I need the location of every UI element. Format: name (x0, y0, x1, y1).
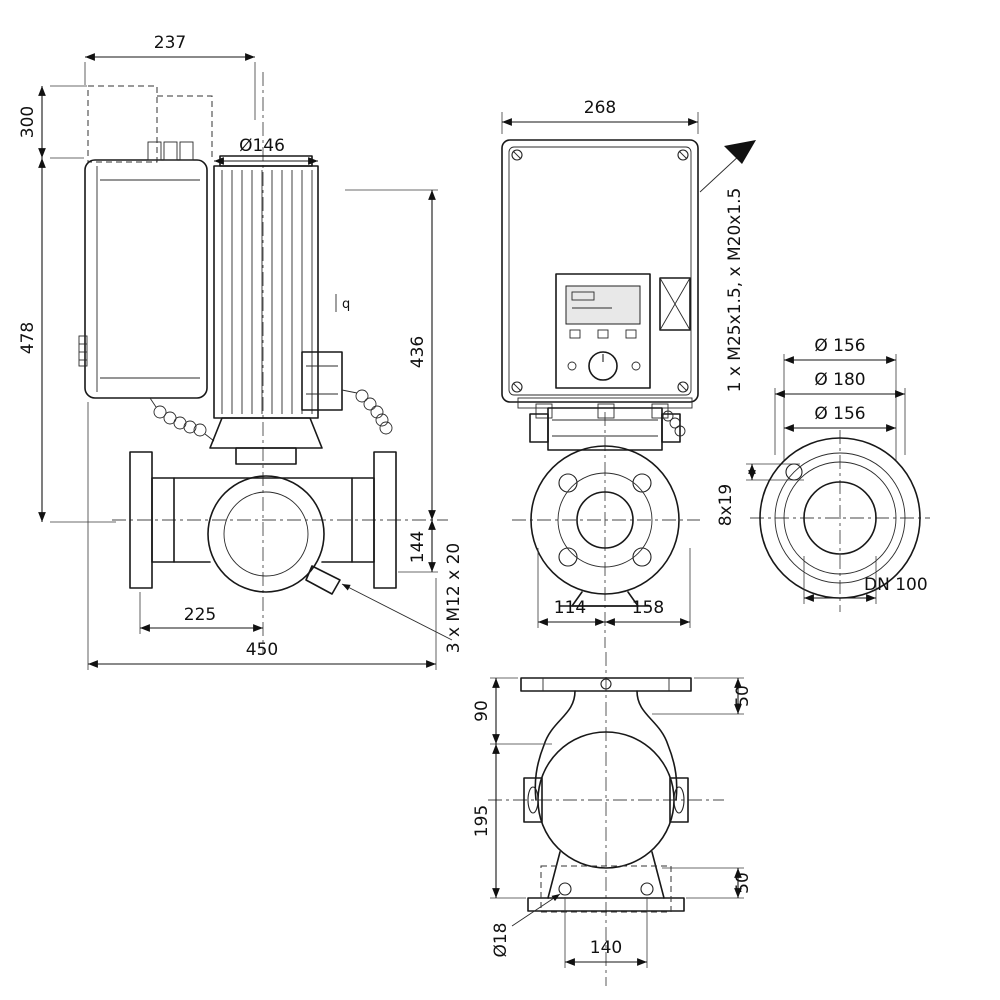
corner-flag-icon (699, 140, 756, 193)
ref-mark-q: q (342, 297, 350, 312)
view-bottom: 50 90 195 50 Ø18 140 (472, 652, 753, 986)
label-dn100: DN 100 (864, 575, 928, 595)
dim-300: 300 (18, 106, 38, 138)
label-fixing-screws: 3 x M12 x 20 (444, 543, 464, 653)
dim-450: 450 (246, 640, 278, 660)
dim-flange-180: Ø 180 (814, 370, 865, 390)
view-front: 268 1 x M25x1.5, x M20x1.5 114 158 8x19 (501, 98, 804, 648)
view-flange: Ø 156 Ø 180 Ø 156 DN 100 (750, 336, 930, 612)
dim-158: 158 (632, 598, 664, 618)
dim-114: 114 (554, 598, 586, 618)
dim-225: 225 (184, 605, 216, 625)
dim-motor-diameter: Ø146 (239, 136, 285, 156)
label-base-hole: Ø18 (491, 922, 511, 957)
dim-50-bottom: 50 (733, 872, 753, 894)
dim-140: 140 (590, 938, 622, 958)
dim-50-top: 50 (733, 685, 753, 707)
dim-144: 144 (408, 531, 428, 563)
dim-195: 195 (472, 805, 492, 837)
label-cable-glands: 1 x M25x1.5, x M20x1.5 (725, 188, 745, 393)
dim-436: 436 (408, 336, 428, 368)
dim-flange-156-top: Ø 156 (814, 336, 865, 356)
dim-flange-156-bottom: Ø 156 (814, 404, 865, 424)
dim-268: 268 (584, 98, 616, 118)
dim-237: 237 (154, 33, 186, 53)
view-side: q 237 300 478 Ø146 436 144 3 x M12 x 20 … (18, 33, 464, 670)
label-bolt-holes: 8x19 (716, 484, 736, 527)
dim-478: 478 (18, 322, 38, 354)
dim-90: 90 (472, 700, 492, 722)
